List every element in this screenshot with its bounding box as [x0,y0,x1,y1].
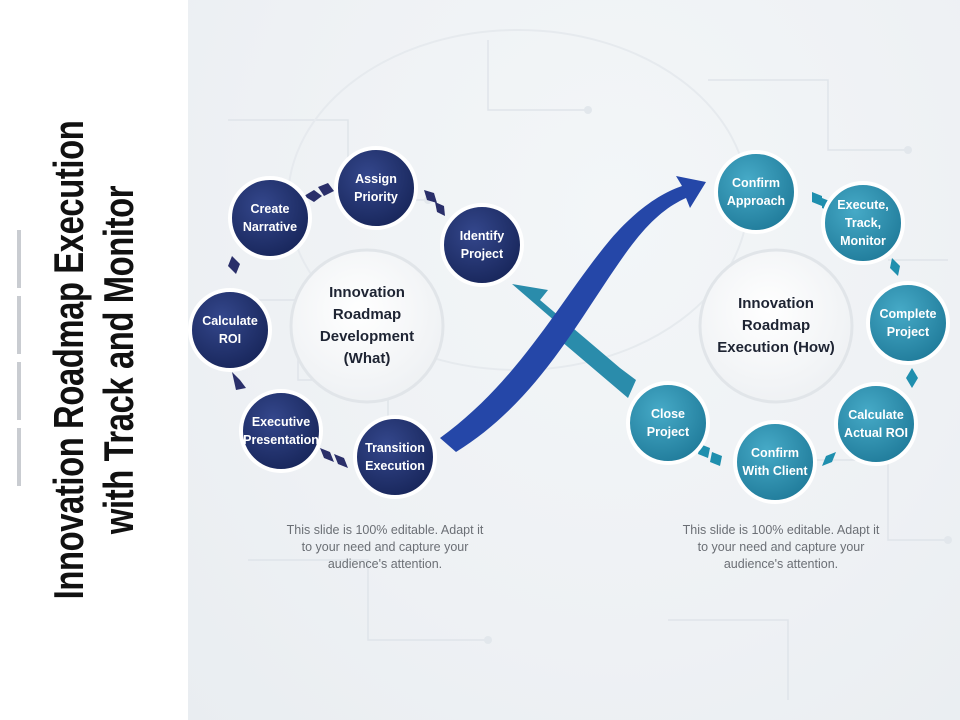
node-identify-project [440,203,524,287]
left-cycle-connectors [228,183,445,468]
node-label-create-narrative: Create Narrative [242,202,298,234]
node-label-calculate-roi: Calculate ROI [202,314,258,346]
chevron-connector [906,368,918,388]
right-node-circles [626,150,950,504]
node-label-identify-project: Identify Project [459,229,505,261]
node-close-project [626,381,710,465]
tick-mark [17,362,21,420]
decorative-ticks [17,230,23,490]
node-label-confirm-with-client: Confirm With Client [742,446,808,478]
node-complete-project [866,281,950,365]
node-confirm-with-client [733,420,817,504]
node-label-execute-track-monitor: Execute, Track, Monitor [837,198,889,248]
node-assign-priority [334,146,418,230]
tick-mark [17,428,21,486]
node-calculate-roi [188,288,272,372]
node-execute-track-monitor [821,181,905,265]
node-label-calculate-actual-roi: Calculate Actual ROI [844,408,908,440]
node-transition-execution [353,415,437,499]
tick-mark [17,296,21,354]
chevron-connector [812,192,822,206]
node-create-narrative [228,176,312,260]
node-label-executive-presentation: Executive Presentation [243,415,319,447]
chevron-connector [435,202,445,216]
node-label-close-project: Close Project [646,407,690,439]
node-calculate-actual-roi [834,382,918,466]
chevron-connector [424,190,437,203]
left-caption: This slide is 100% editable. Adapt it to… [286,523,484,571]
right-center-label: Innovation Roadmap Execution (How) [717,295,835,356]
left-center-circle [289,248,445,404]
node-label-transition-execution: Transition Execution [365,441,425,473]
tick-mark [17,230,21,288]
node-confirm-approach [714,150,798,234]
right-caption: This slide is 100% editable. Adapt it to… [682,523,880,571]
right-center-circle [698,248,854,404]
node-executive-presentation [239,389,323,473]
chevron-connector [822,452,836,466]
chevron-connector [890,258,900,276]
left-node-circles [188,146,524,499]
left-center-label: Innovation Roadmap Development (What) [319,284,415,367]
flow-arrow-navy [440,176,706,452]
chevron-connector [334,454,348,468]
node-label-complete-project: Complete Project [879,307,937,339]
node-label-confirm-approach: Confirm Approach [726,176,786,208]
chevron-connector [304,190,322,202]
title-panel: Innovation Roadmap Execution with Track … [0,0,188,720]
chevron-connector [320,448,334,462]
chevron-connector [318,183,334,196]
chevron-connector [232,372,246,390]
flow-arrow-teal [512,284,636,398]
chevron-connector [228,256,240,274]
node-label-assign-priority: Assign Priority [354,172,398,204]
chevron-connector [710,452,722,466]
